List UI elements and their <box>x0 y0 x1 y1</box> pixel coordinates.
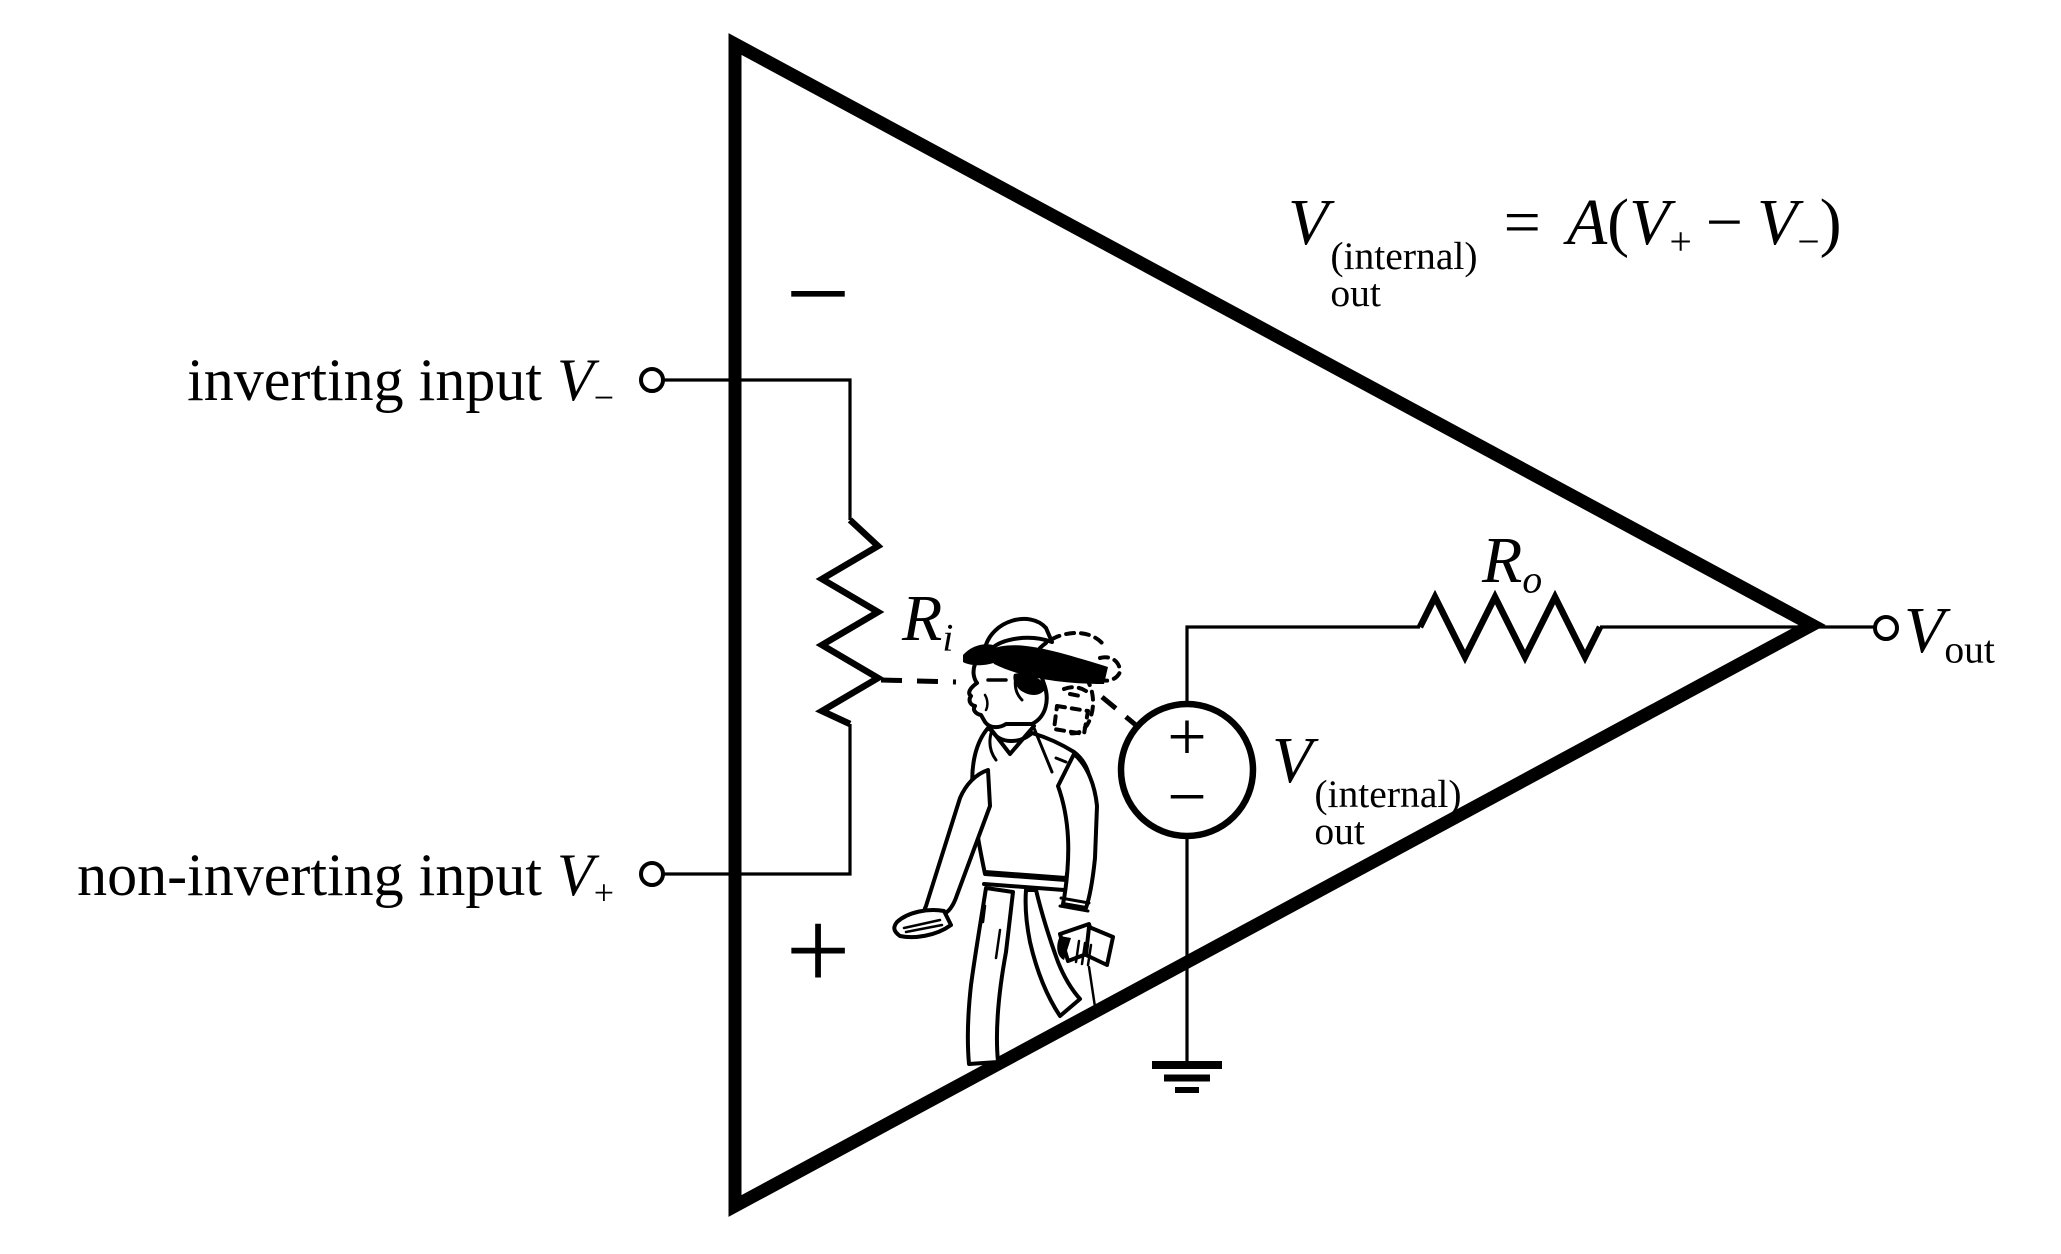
man-lapel <box>988 726 1054 774</box>
inverting-input-sub: − <box>593 377 614 418</box>
ro-var: R <box>1482 524 1523 597</box>
man-cuff <box>1058 896 1091 913</box>
v-plus-var: V <box>1629 186 1670 259</box>
inverting-marker: − <box>785 229 851 357</box>
man-cap-crown <box>983 617 1054 652</box>
man-right-arm <box>1056 752 1099 910</box>
man-cap-band <box>988 645 1108 684</box>
man-held-tool-2 <box>1084 925 1115 967</box>
man-hair <box>1013 672 1046 695</box>
source-var: V <box>1272 724 1313 797</box>
inverting-input-var: V <box>557 347 594 413</box>
v-minus-sub: − <box>1797 219 1820 264</box>
noninverting-input-wire <box>663 724 852 876</box>
man-trouser-creases <box>981 904 1002 960</box>
man-belt <box>982 870 1068 892</box>
noninverting-input-label: non-inverting input V+ <box>77 845 614 911</box>
man-back-leg <box>1023 888 1082 1018</box>
output-terminal <box>1873 615 1899 641</box>
equation-var-v: V <box>1288 186 1329 259</box>
open-paren: ( <box>1607 186 1630 259</box>
ghost-cap-crown <box>1038 630 1104 650</box>
v-minus-var: V <box>1757 186 1798 259</box>
ghost-eye <box>1062 685 1088 698</box>
equation-subscript: out <box>1330 271 1381 316</box>
equation-scripts: (internal)out <box>1330 233 1478 316</box>
ghost-mouth-box <box>1052 704 1090 736</box>
minus-operator: − <box>1705 186 1744 259</box>
resistor-ro-zigzag <box>1417 589 1603 665</box>
source-minus-sign: − <box>1167 759 1207 837</box>
source-top-wire <box>1185 625 1420 704</box>
ri-sub: i <box>942 615 954 660</box>
man-ghost-head <box>1038 630 1122 736</box>
equation-superscript: (internal) <box>1330 233 1478 278</box>
v-plus-sub: + <box>1669 219 1692 264</box>
source-superscript: (internal) <box>1314 771 1462 816</box>
equals-sign: = <box>1503 186 1541 259</box>
noninverting-input-sub: + <box>593 872 614 913</box>
gaze-dashed-line-left <box>880 677 957 685</box>
voltage-source-circle <box>1117 700 1257 840</box>
source-plus-sign: + <box>1167 699 1207 777</box>
output-sub: out <box>1944 627 1995 672</box>
man-thumb <box>1057 936 1071 960</box>
man-grip-fingers <box>1074 939 1093 967</box>
noninverting-input-var: V <box>557 842 594 908</box>
man-collar <box>988 724 1036 756</box>
ri-var: R <box>902 582 943 655</box>
resistor-ro-label: Ro <box>1482 528 1542 600</box>
ro-sub: o <box>1522 557 1543 602</box>
close-paren: ) <box>1819 186 1842 259</box>
gaze-dashed-line-right <box>1100 695 1139 728</box>
source-subscript: out <box>1314 809 1365 854</box>
output-var: V <box>1904 594 1945 667</box>
man-shoulder-mark <box>1054 756 1068 764</box>
resistor-ri-zigzag <box>815 517 885 727</box>
noninverting-terminal <box>639 861 665 887</box>
gain-equation: V(internal)out=A(V+−V−) <box>1288 190 1842 313</box>
ground-symbol <box>1152 1061 1222 1093</box>
inverting-terminal <box>639 367 665 393</box>
man-front-leg <box>965 886 1015 1066</box>
man-tool-pointer <box>1087 965 1097 1009</box>
source-scripts: (internal)out <box>1314 771 1462 854</box>
gain-a: A <box>1566 186 1608 259</box>
inverting-input-text: inverting input <box>187 347 543 413</box>
inverting-input-label: inverting input V− <box>187 350 614 416</box>
homunculus-figure <box>892 617 1122 1066</box>
output-label: Vout <box>1904 598 1995 670</box>
man-hand-fingers <box>902 918 944 934</box>
noninverting-input-text: non-inverting input <box>77 842 543 908</box>
resistor-ri-label: Ri <box>902 586 953 658</box>
ghost-cap-visor <box>1096 655 1122 683</box>
man-cheek-line <box>983 693 989 712</box>
op-amp-triangle <box>728 33 1826 1217</box>
noninverting-marker: + <box>785 886 851 1014</box>
man-sideburn <box>1013 674 1024 702</box>
source-value-label: V(internal)out <box>1272 728 1462 851</box>
inverting-input-wire <box>663 378 852 520</box>
